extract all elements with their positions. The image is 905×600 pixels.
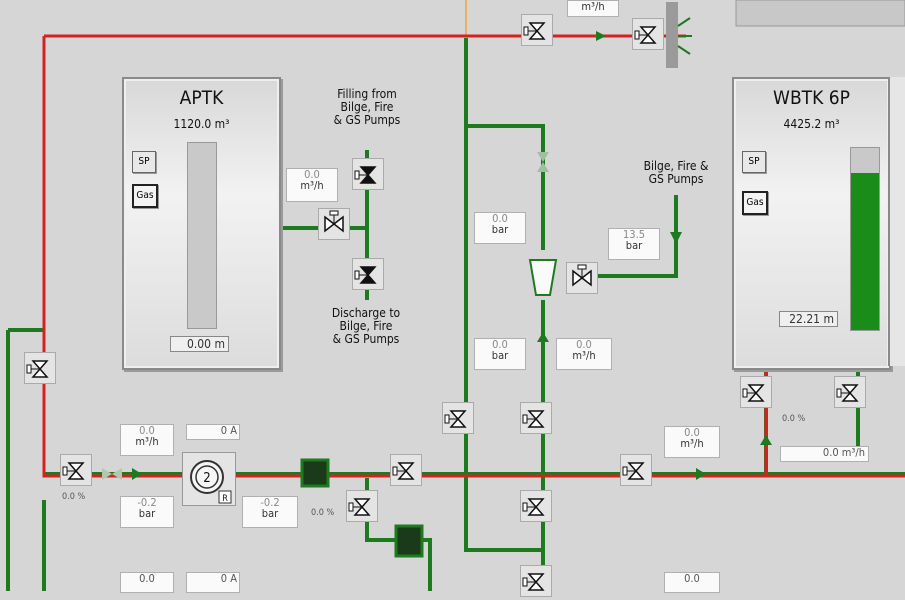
tank-volume: 4425.2 m³ <box>783 117 840 131</box>
flow-readout: 0.0 <box>664 572 720 593</box>
valve-icon[interactable] <box>834 376 866 408</box>
tank-aptk[interactable]: APTK 1120.0 m³ SP Gas 0.00 m <box>122 77 281 370</box>
flow-readout: m³/h <box>567 0 619 17</box>
filter-icon <box>300 458 330 488</box>
valve-icon[interactable] <box>740 376 772 408</box>
adjacent-tank-edge <box>888 77 905 366</box>
valve-icon[interactable] <box>620 454 652 486</box>
current-readout: 0 A <box>186 572 240 593</box>
valve-icon[interactable] <box>352 258 384 290</box>
level-gauge <box>850 147 880 331</box>
setpoint-button[interactable]: SP <box>132 151 156 173</box>
level-readout: 0.00 m <box>170 336 229 352</box>
filling-from-label: Filling from Bilge, Fire & GS Pumps <box>333 87 401 127</box>
setpoint-button[interactable]: SP <box>742 151 766 173</box>
pump-mode: R <box>222 494 228 504</box>
valve-icon[interactable] <box>520 565 552 597</box>
valve-icon[interactable] <box>566 262 598 294</box>
valve-icon[interactable] <box>352 158 384 190</box>
tank-name: WBTK 6P <box>773 87 850 109</box>
level-fill <box>851 173 879 330</box>
bilge-fire-gs-label: Bilge, Fire & GS Pumps <box>643 159 709 186</box>
gas-button[interactable]: Gas <box>132 184 158 208</box>
valve-icon[interactable] <box>521 14 553 46</box>
valve-icon[interactable] <box>632 18 664 50</box>
gas-button[interactable]: Gas <box>742 191 768 215</box>
valve-icon[interactable] <box>24 352 56 384</box>
level-gauge <box>187 142 217 329</box>
valve-icon[interactable] <box>318 208 350 240</box>
level-readout: 22.21 m <box>779 311 838 327</box>
flow-readout: 0.0 m³/h <box>780 446 869 462</box>
tank-wbtk-6p[interactable]: WBTK 6P 4425.2 m³ SP Gas 22.21 m <box>732 77 891 370</box>
valve-icon[interactable] <box>390 454 422 486</box>
valve-icon[interactable] <box>520 402 552 434</box>
valve-icon[interactable] <box>60 454 92 486</box>
pump-icon: 2 R <box>190 460 232 504</box>
pump-2[interactable]: 2 R <box>182 452 236 506</box>
valve-opening-percent: 0.0 % <box>62 492 86 502</box>
flow-readout: 0.0 <box>120 572 174 593</box>
valve-opening-percent: 0.0 % <box>311 508 335 518</box>
pump-number: 2 <box>203 471 210 486</box>
tank-name: APTK <box>179 87 224 109</box>
valve-icon[interactable] <box>346 490 378 522</box>
current-readout: 0 A <box>186 424 240 440</box>
discharge-to-label: Discharge to Bilge, Fire & GS Pumps <box>331 306 401 346</box>
valve-icon[interactable] <box>520 490 552 522</box>
valve-opening-percent: 0.0 % <box>782 414 806 424</box>
filter-icon <box>394 524 424 558</box>
valve-icon[interactable] <box>442 402 474 434</box>
tank-volume: 1120.0 m³ <box>173 117 230 131</box>
